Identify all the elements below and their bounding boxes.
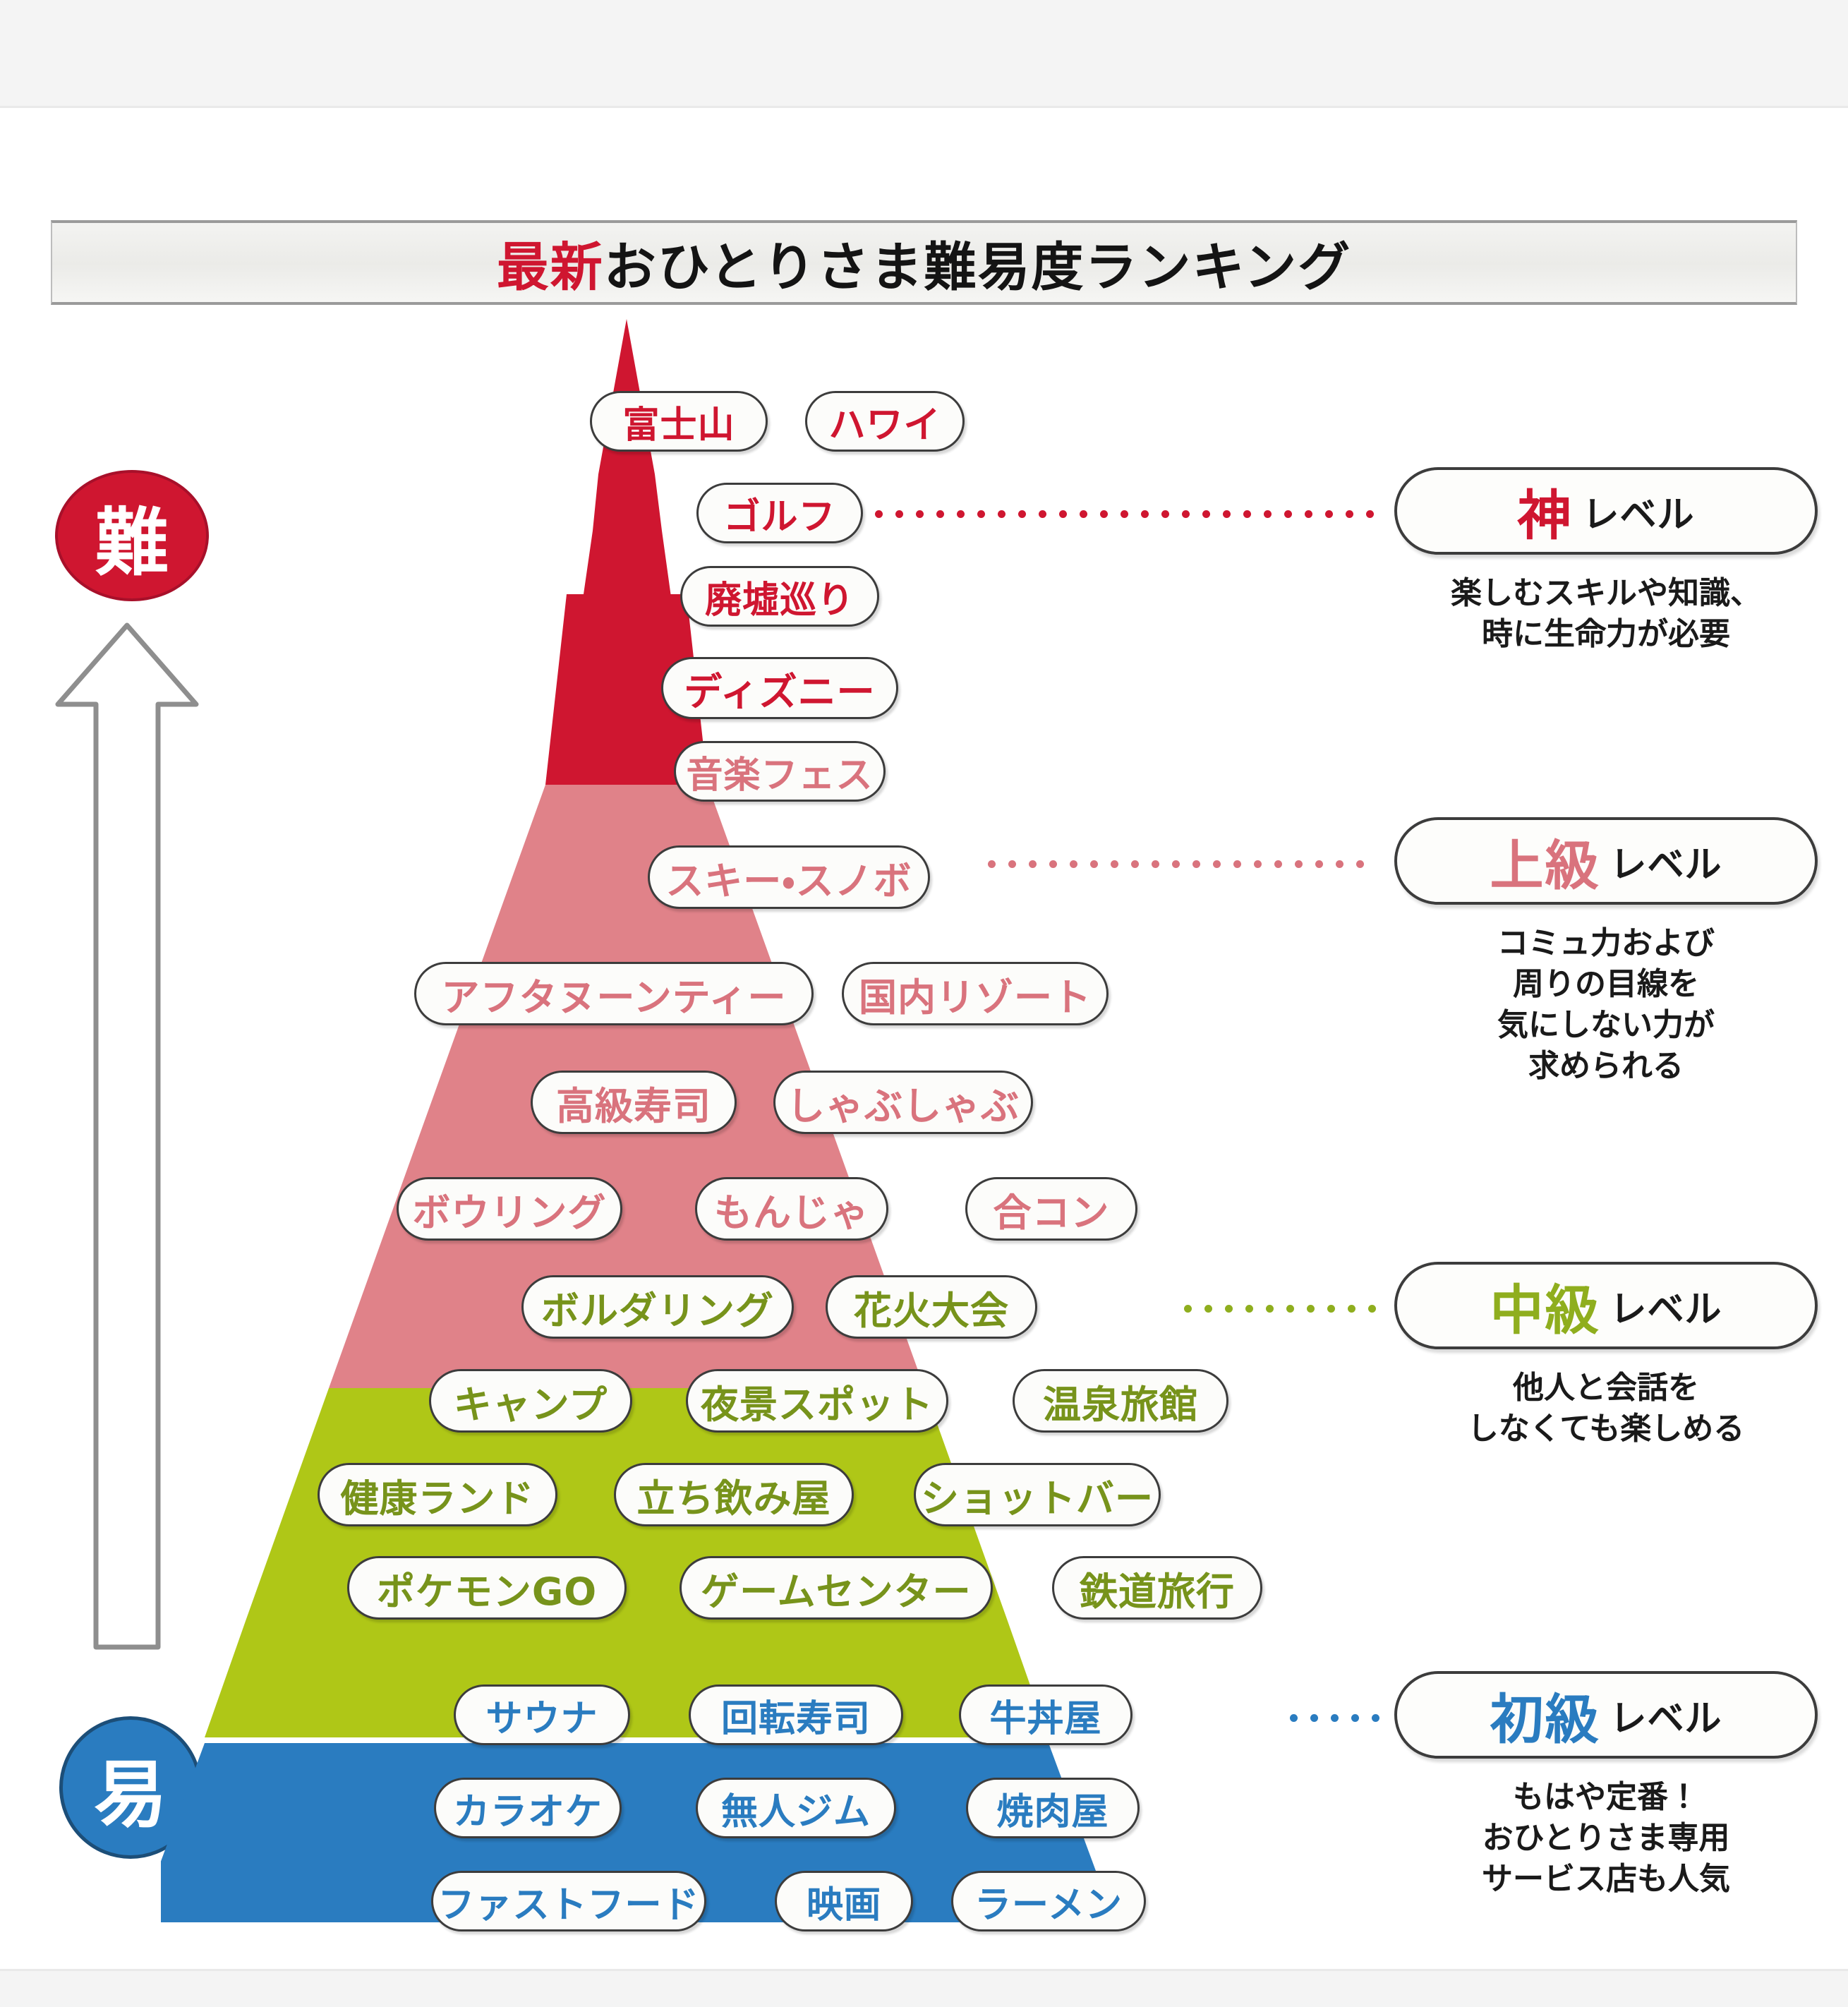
item-pill[interactable]: 合コン xyxy=(965,1177,1137,1241)
level-desc-line: しなくても楽しめる xyxy=(1467,1411,1745,1447)
level-suffix-beginner: レベル xyxy=(1610,1697,1722,1740)
level-name-advanced: 上級 xyxy=(1490,834,1600,897)
level-desc-line: 気にしない力が xyxy=(1497,1007,1715,1044)
item-pill[interactable]: 無人ジム xyxy=(696,1778,896,1838)
item-pill[interactable]: もんじゃ xyxy=(695,1177,888,1241)
title-highlight: 最新 xyxy=(496,236,604,298)
level-desc-line: サービス店も人気 xyxy=(1482,1861,1730,1898)
item-pill[interactable]: 温泉旅館 xyxy=(1013,1369,1228,1433)
level-desc-advanced: コミュ力および 周りの目線を 気にしない力が 求められる xyxy=(1394,923,1818,1087)
level-name-god: 神 xyxy=(1517,484,1573,547)
level-chip-beginner[interactable]: 初級 レベル xyxy=(1394,1671,1818,1759)
item-pill[interactable]: サウナ xyxy=(454,1684,630,1745)
level-suffix-advanced: レベル xyxy=(1610,843,1722,886)
level-name-intermediate: 中級 xyxy=(1490,1279,1600,1342)
item-pill[interactable]: ファストフード xyxy=(431,1871,706,1931)
top-gutter-divider xyxy=(0,106,1848,108)
level-callout-god: 神 レベル 楽しむスキルや知識、 時に生命力が必要 xyxy=(1394,467,1846,655)
item-pill[interactable]: スキー・スノボ xyxy=(648,845,930,909)
level-callout-intermediate: 中級 レベル 他人と会話を しなくても楽しめる xyxy=(1394,1262,1846,1450)
level-desc-line: 求められる xyxy=(1528,1048,1684,1085)
title-rest: おひとりさま難易度ランキング xyxy=(603,236,1352,298)
item-pill[interactable]: 夜景スポット xyxy=(686,1369,948,1433)
level-desc-intermediate: 他人と会話を しなくても楽しめる xyxy=(1394,1368,1818,1450)
level-desc-line: 周りの目線を xyxy=(1513,966,1699,1003)
item-pill[interactable]: しゃぶしゃぶ xyxy=(773,1071,1033,1134)
item-pill[interactable]: 廃墟巡り xyxy=(680,566,879,627)
level-desc-line: もはや定番！ xyxy=(1513,1779,1699,1815)
item-pill[interactable]: ハワイ xyxy=(805,391,965,452)
item-pill[interactable]: 焼肉屋 xyxy=(966,1778,1140,1838)
up-arrow-icon xyxy=(55,622,199,1650)
level-chip-god[interactable]: 神 レベル xyxy=(1394,467,1818,555)
level-callout-beginner: 初級 レベル もはや定番！ おひとりさま専用 サービス店も人気 xyxy=(1394,1671,1846,1900)
level-desc-line: 楽しむスキルや知識、 xyxy=(1451,575,1761,611)
item-pill[interactable]: カラオケ xyxy=(434,1778,622,1838)
title-bar: 最新おひとりさま難易度ランキング xyxy=(51,220,1797,305)
axis-hard-badge: 難 xyxy=(55,470,209,601)
item-pill[interactable]: 国内リゾート xyxy=(842,962,1109,1025)
level-name-beginner: 初級 xyxy=(1490,1688,1600,1751)
item-pill[interactable]: 音楽フェス xyxy=(674,741,886,802)
connector-beginner xyxy=(1290,1713,1390,1722)
level-chip-intermediate[interactable]: 中級 レベル xyxy=(1394,1262,1818,1349)
bottom-gutter-divider xyxy=(0,1969,1848,1971)
item-pill[interactable]: ポケモンGO xyxy=(347,1556,627,1620)
axis-easy-label: 易 xyxy=(93,1750,167,1838)
item-pill[interactable]: ボルダリング xyxy=(521,1275,794,1339)
item-pill[interactable]: 牛丼屋 xyxy=(959,1684,1133,1745)
level-callout-advanced: 上級 レベル コミュ力および 周りの目線を 気にしない力が 求められる xyxy=(1394,817,1846,1087)
connector-intermediate xyxy=(1184,1304,1390,1313)
level-desc-line: おひとりさま専用 xyxy=(1482,1820,1730,1857)
connector-god xyxy=(875,510,1390,518)
item-pill[interactable]: 鉄道旅行 xyxy=(1052,1556,1262,1620)
item-pill[interactable]: ボウリング xyxy=(397,1177,622,1241)
item-pill[interactable]: 回転寿司 xyxy=(689,1684,903,1745)
item-pill[interactable]: ショットバー xyxy=(914,1463,1161,1526)
item-pill[interactable]: ディズニー xyxy=(661,657,898,719)
level-desc-line: 他人と会話を xyxy=(1513,1370,1699,1406)
level-desc-line: 時に生命力が必要 xyxy=(1482,616,1730,653)
item-pill[interactable]: 健康ランド xyxy=(318,1463,557,1526)
page-title: 最新おひとりさま難易度ランキング xyxy=(497,225,1352,301)
tier-god-shape-lower xyxy=(545,594,708,785)
level-chip-advanced[interactable]: 上級 レベル xyxy=(1394,817,1818,905)
level-suffix-intermediate: レベル xyxy=(1610,1288,1722,1331)
bottom-gutter xyxy=(0,1969,1848,2007)
level-desc-beginner: もはや定番！ おひとりさま専用 サービス店も人気 xyxy=(1394,1777,1818,1900)
item-pill[interactable]: ゲームセンター xyxy=(680,1556,993,1620)
connector-advanced xyxy=(988,860,1390,868)
item-pill[interactable]: 高級寿司 xyxy=(531,1071,737,1134)
item-pill[interactable]: ゴルフ xyxy=(696,483,863,543)
level-suffix-god: レベル xyxy=(1582,493,1695,536)
item-pill[interactable]: 立ち飲み屋 xyxy=(614,1463,854,1526)
axis-hard-label: 難 xyxy=(95,498,169,586)
level-desc-god: 楽しむスキルや知識、 時に生命力が必要 xyxy=(1394,573,1818,655)
item-pill[interactable]: アフタヌーンティー xyxy=(414,962,814,1025)
item-pill[interactable]: 映画 xyxy=(775,1871,913,1931)
item-pill[interactable]: キャンプ xyxy=(429,1369,632,1433)
item-pill[interactable]: ラーメン xyxy=(951,1871,1146,1931)
item-pill[interactable]: 花火大会 xyxy=(826,1275,1037,1339)
item-pill[interactable]: 富士山 xyxy=(590,391,768,452)
top-gutter xyxy=(0,0,1848,106)
level-desc-line: コミュ力および xyxy=(1497,925,1715,961)
